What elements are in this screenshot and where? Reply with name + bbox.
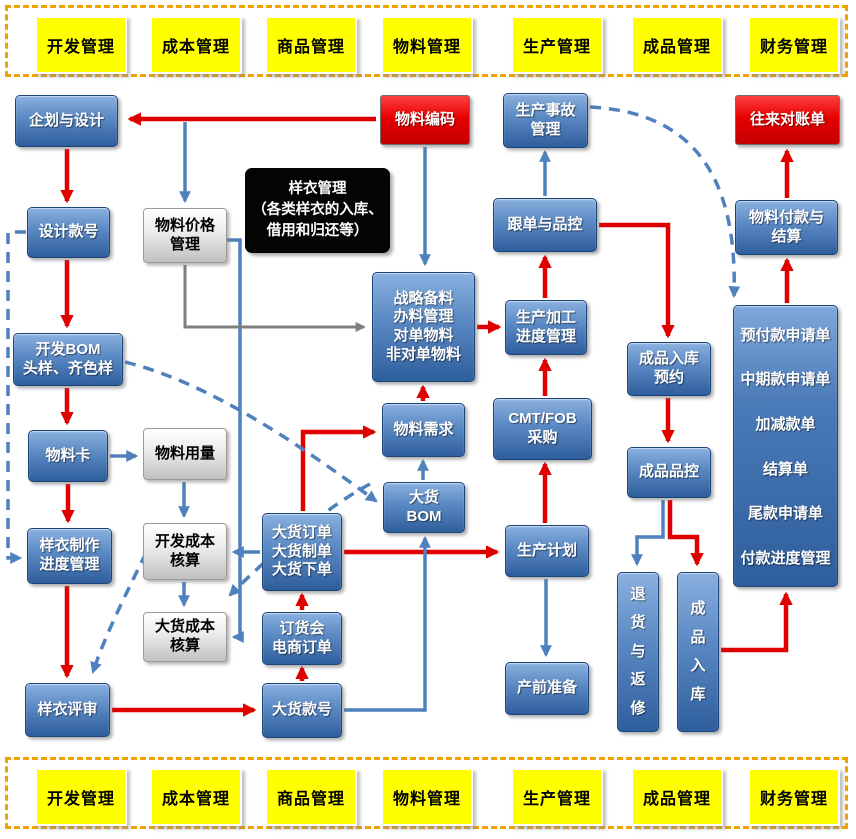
node-production-progress-mgmt: 生产加工 进度管理	[505, 300, 587, 355]
node-sample-making-progress: 样衣制作 进度管理	[27, 528, 112, 584]
band-bottom-cost: 成本管理	[150, 768, 242, 826]
band-top-finance: 财务管理	[748, 16, 840, 74]
blue-flow-arrows	[110, 122, 665, 712]
node-material-price-mgmt: 物料价格 管理	[143, 208, 227, 263]
red-flow-arrows	[60, 112, 794, 717]
node-production-plan: 生产计划	[505, 525, 589, 577]
panel-item-payment-progress-mgmt: 付款进度管理	[740, 550, 831, 568]
node-bulk-bom: 大货 BOM	[383, 482, 465, 533]
band-top-cost: 成本管理	[150, 16, 242, 74]
payment-documents-panel: 预付款申请单 中期款申请单 加减款单 结算单 尾款申请单 付款进度管理	[733, 305, 838, 587]
node-pre-production-prep: 产前准备	[505, 662, 589, 715]
band-top-finished: 成品管理	[631, 16, 723, 74]
node-bulk-cost-accounting: 大货成本 核算	[143, 612, 227, 662]
band-bottom-development: 开发管理	[35, 768, 127, 826]
panel-item-settlement-doc: 结算单	[762, 460, 808, 478]
panel-item-midterm-payment-request: 中期款申请单	[740, 371, 831, 389]
node-reconciliation-doc: 往来对账单	[735, 95, 840, 145]
band-bottom-production: 生产管理	[511, 768, 603, 826]
node-sample-review: 样衣评审	[25, 683, 110, 737]
band-bottom-finished: 成品管理	[631, 768, 723, 826]
node-finished-inbound-booking: 成品入库 预约	[627, 342, 711, 396]
band-bottom-material: 物料管理	[381, 768, 473, 826]
node-planning-design: 企划与设计	[15, 95, 118, 147]
panel-item-final-payment-request: 尾款申请单	[747, 505, 823, 523]
node-bulk-style-no: 大货款号	[262, 683, 342, 738]
top-category-band: 开发管理 成本管理 商品管理 物料管理 生产管理 成品管理 财务管理	[5, 5, 848, 77]
gray-flow-arrows	[183, 265, 366, 333]
node-strategic-material: 战略备料 办料管理 对单物料 非对单物料	[372, 272, 475, 382]
node-material-demand: 物料需求	[382, 403, 465, 457]
node-cmt-fob-purchase: CMT/FOB 采购	[493, 398, 592, 460]
node-order-follow-qc: 跟单与品控	[493, 198, 597, 252]
panel-item-adjustment-doc: 加减款单	[755, 416, 816, 434]
node-dev-bom: 开发BOM 头样、齐色样	[13, 333, 123, 386]
node-dev-cost-accounting: 开发成本 核算	[143, 523, 227, 580]
band-top-development: 开发管理	[35, 16, 127, 74]
panel-item-advance-payment-request: 预付款申请单	[740, 326, 831, 344]
node-sample-mgmt-note: 样衣管理 （各类样衣的入库、 借用和归还等）	[245, 168, 390, 253]
band-bottom-finance: 财务管理	[748, 768, 840, 826]
bottom-category-band: 开发管理 成本管理 商品管理 物料管理 生产管理 成品管理 财务管理	[5, 757, 848, 829]
band-top-material: 物料管理	[381, 16, 473, 74]
node-returns-repair: 退 货 与 返 修	[617, 572, 659, 732]
node-trade-fair-ec-orders: 订货会 电商订单	[262, 612, 342, 665]
node-production-accident-mgmt: 生产事故 管理	[503, 93, 588, 148]
node-bulk-orders: 大货订单 大货制单 大货下单	[262, 513, 342, 591]
node-material-card: 物料卡	[28, 430, 108, 482]
band-top-production: 生产管理	[511, 16, 603, 74]
band-top-merchandise: 商品管理	[265, 16, 357, 74]
band-bottom-merchandise: 商品管理	[265, 768, 357, 826]
node-finished-qc: 成品品控	[627, 447, 711, 498]
node-material-code: 物料编码	[380, 95, 470, 145]
node-design-style-no: 设计款号	[27, 207, 110, 258]
node-material-usage: 物料用量	[143, 428, 227, 480]
node-finished-inbound: 成 品 入 库	[677, 572, 719, 732]
node-material-payment-settlement: 物料付款与 结算	[735, 200, 838, 255]
